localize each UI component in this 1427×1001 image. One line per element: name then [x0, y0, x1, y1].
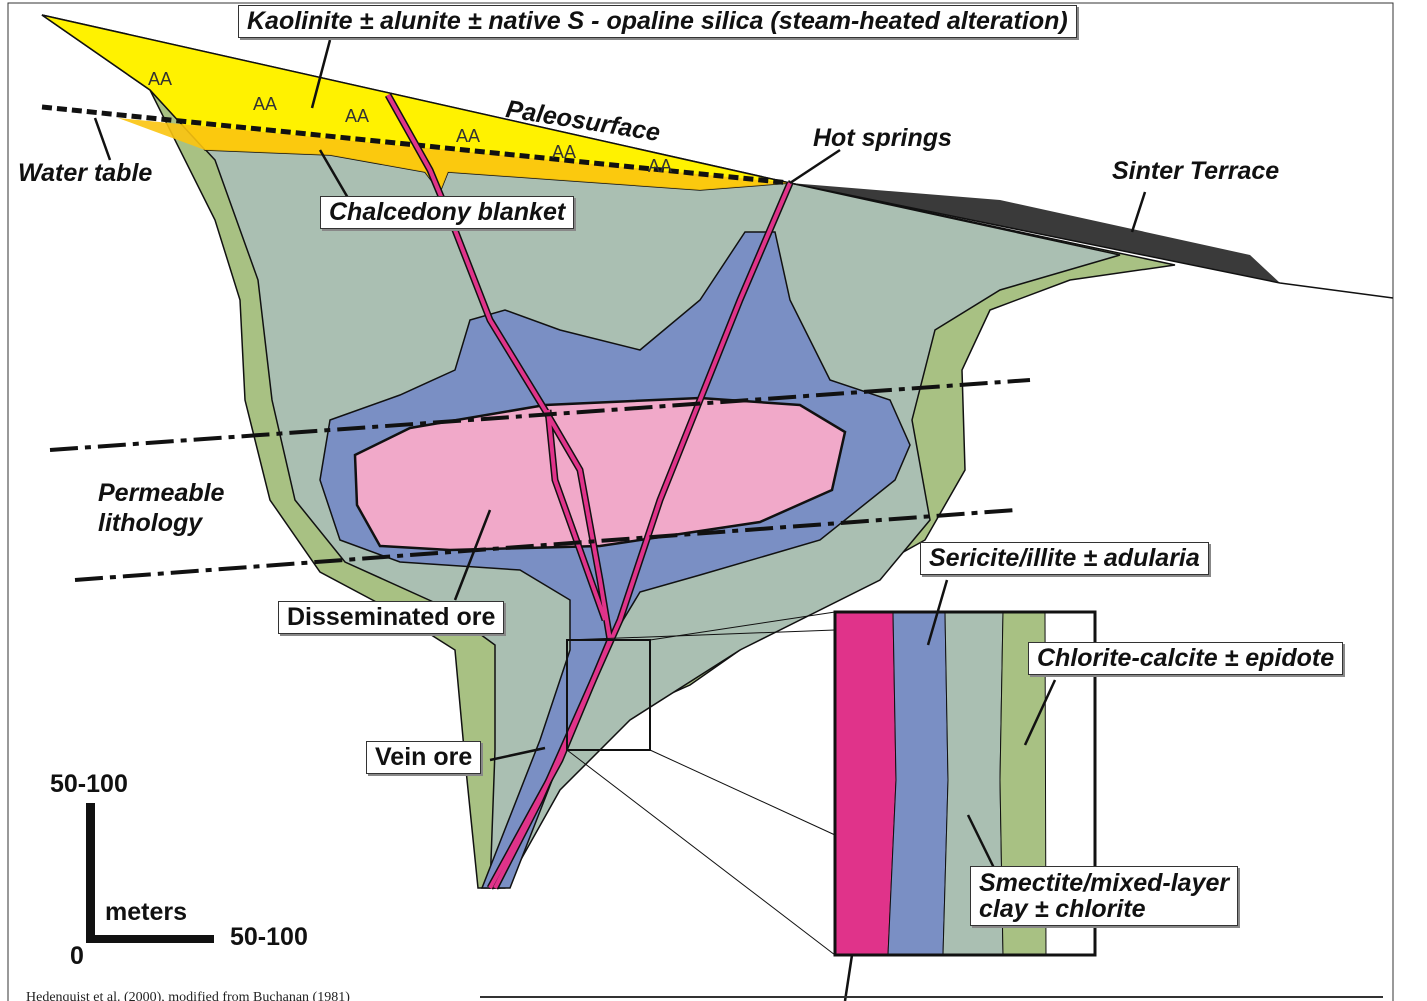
svg-text:AA: AA — [148, 69, 172, 89]
sericite-zone — [319, 231, 911, 889]
svg-text:AA: AA — [253, 94, 277, 114]
smectite-line-2: clay ± chlorite — [979, 895, 1146, 923]
surface-line — [789, 182, 1394, 299]
scale-unit: meters — [105, 898, 187, 926]
sericite-label: Sericite/illite ± adularia — [920, 542, 1209, 575]
magnify-box — [566, 639, 651, 751]
alunite-symbols: AA AA AA AA AA AA — [148, 69, 672, 176]
chlorite-label: Chlorite-calcite ± epidote — [1028, 642, 1344, 675]
chalcedony-label: Chalcedony blanket — [320, 196, 575, 229]
frame — [7, 2, 1394, 1001]
permeable-bottom — [74, 508, 1016, 582]
vein-ore-label: Vein ore — [366, 741, 482, 774]
scale-vertical: 50-100 — [50, 770, 128, 798]
scale-bar — [86, 803, 214, 943]
svg-text:AA: AA — [345, 106, 369, 126]
kaolinite-label: Kaolinite ± alunite ± native S - opaline… — [238, 5, 1077, 38]
svg-text:AA: AA — [456, 126, 480, 146]
scale-origin: 0 — [70, 942, 84, 970]
smectite-label: Smectite/mixed-layer clay ± chlorite — [970, 866, 1239, 926]
chalcedony-blanket — [118, 118, 790, 192]
scale-horizontal: 50-100 — [230, 923, 308, 951]
leader-lines — [93, 39, 1147, 1001]
permeable-top — [49, 378, 1031, 452]
disseminated-ore-label: Disseminated ore — [278, 601, 505, 634]
svg-text:AA: AA — [552, 142, 576, 162]
permeable-label: Permeable lithology — [98, 479, 225, 537]
inset-connectors — [566, 611, 836, 956]
water-table-label: Water table — [18, 159, 153, 187]
citation: Hedenquist et al. (2000), modified from … — [26, 990, 350, 1001]
sinter-terrace-label: Sinter Terrace — [1112, 157, 1280, 185]
smectite-line-1: Smectite/mixed-layer — [979, 869, 1230, 897]
hot-springs-label: Hot springs — [813, 124, 952, 152]
svg-text:AA: AA — [648, 156, 672, 176]
